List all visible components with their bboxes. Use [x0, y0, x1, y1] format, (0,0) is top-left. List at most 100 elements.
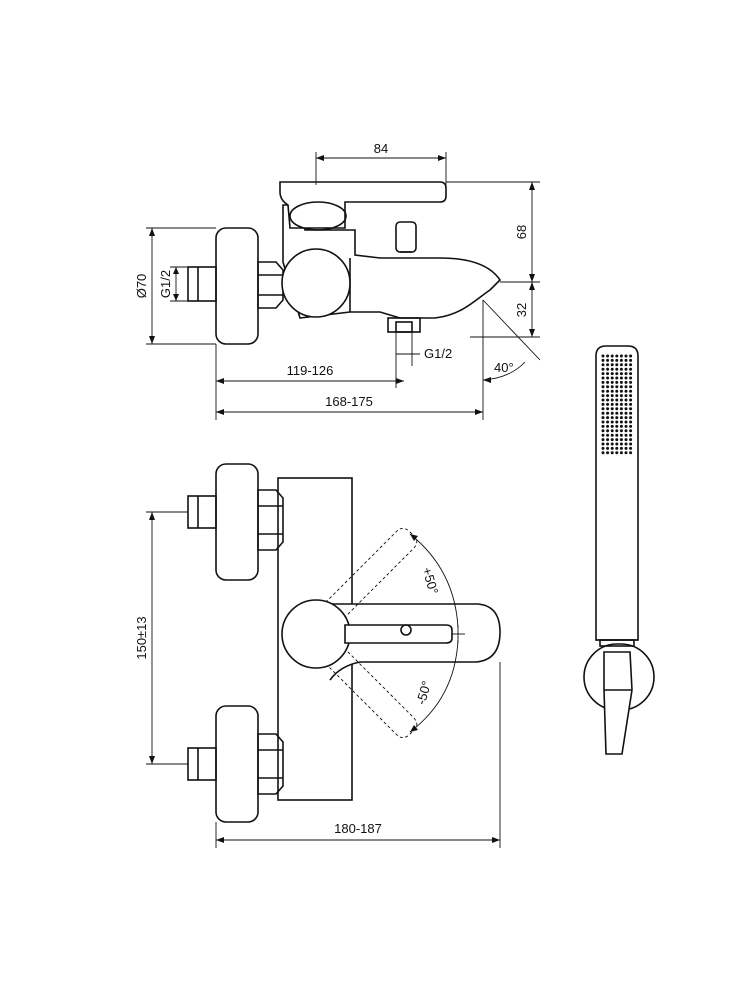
nozzle-dot: [619, 420, 623, 424]
nozzle-dot: [601, 411, 605, 415]
nozzle-dot: [619, 385, 623, 389]
nozzle-dot: [601, 416, 605, 420]
nozzle-dot: [624, 442, 628, 446]
nozzle-dot: [619, 394, 623, 398]
nozzle-dot: [606, 411, 610, 415]
nozzle-dot: [610, 358, 614, 362]
nozzle-dot: [610, 354, 614, 358]
nozzle-dot: [610, 380, 614, 384]
nozzle-dot: [624, 354, 628, 358]
nozzle-dot: [624, 372, 628, 376]
nozzle-dot: [619, 416, 623, 420]
nozzle-dot: [606, 367, 610, 371]
dim-rotate-minus50: -50°: [413, 679, 434, 706]
nozzle-dot: [615, 354, 619, 358]
nozzle-dot: [606, 424, 610, 428]
nozzle-dot: [624, 389, 628, 393]
nozzle-dot: [629, 385, 633, 389]
nozzle-dot: [606, 394, 610, 398]
upper-hex-nut: [257, 489, 284, 551]
nozzle-dot: [629, 376, 633, 380]
nozzle-dot: [619, 451, 623, 455]
cartridge-circle-side: [281, 248, 351, 318]
outlet-connector-side: [387, 317, 421, 333]
nozzle-dot: [629, 380, 633, 384]
nozzle-dot: [629, 398, 633, 402]
nozzle-dot: [601, 420, 605, 424]
nozzle-dot: [601, 442, 605, 446]
nozzle-dot: [624, 358, 628, 362]
nozzle-dot: [610, 451, 614, 455]
nozzle-dot: [601, 446, 605, 450]
nozzle-dot: [629, 367, 633, 371]
nozzle-dot: [619, 411, 623, 415]
wall-flange-side: [215, 227, 259, 345]
nozzle-dot: [624, 380, 628, 384]
nozzle-dot: [601, 367, 605, 371]
nozzle-dot: [601, 372, 605, 376]
dim-diameter-70: Ø70: [134, 274, 149, 299]
nozzle-dot: [615, 363, 619, 367]
nozzle-dot: [606, 398, 610, 402]
nozzle-dot: [610, 376, 614, 380]
nozzle-dot: [619, 372, 623, 376]
nozzle-dot: [624, 385, 628, 389]
nozzle-dot: [619, 367, 623, 371]
nozzle-dot: [610, 363, 614, 367]
nozzle-dot: [610, 424, 614, 428]
nozzle-dot: [601, 424, 605, 428]
nozzle-dot: [610, 438, 614, 442]
nozzle-dot: [615, 380, 619, 384]
nozzle-dot: [624, 367, 628, 371]
nozzle-dot: [610, 442, 614, 446]
nozzle-dot: [624, 407, 628, 411]
nozzle-dot: [601, 389, 605, 393]
nozzle-dot: [624, 376, 628, 380]
nozzle-dot: [619, 354, 623, 358]
nozzle-dot: [606, 420, 610, 424]
nozzle-dot: [615, 376, 619, 380]
nozzle-dot: [615, 446, 619, 450]
nozzle-dot: [615, 389, 619, 393]
nozzle-dot: [629, 420, 633, 424]
dim-68: 68: [514, 225, 529, 239]
nozzle-dot: [624, 402, 628, 406]
nozzle-dot: [615, 438, 619, 442]
side-view: 84 68 32 Ø70 G1/2 G1/2 40°: [134, 141, 541, 420]
nozzle-dot: [615, 442, 619, 446]
nozzle-dot: [610, 398, 614, 402]
nozzle-dot: [610, 367, 614, 371]
shower-holder-bracket: [603, 651, 633, 755]
nozzle-dot: [606, 416, 610, 420]
nozzle-dot: [629, 354, 633, 358]
dim-angle-40: 40°: [494, 360, 514, 375]
dim-84: 84: [374, 141, 388, 156]
nozzle-dot: [606, 442, 610, 446]
nozzle-dot: [624, 429, 628, 433]
nozzle-dot: [629, 424, 633, 428]
nozzle-dot: [624, 363, 628, 367]
nozzle-dot: [615, 398, 619, 402]
nozzle-dot: [615, 367, 619, 371]
nozzle-dot: [606, 358, 610, 362]
nozzle-dot: [619, 433, 623, 437]
nozzle-dot: [610, 416, 614, 420]
nozzle-dot: [624, 416, 628, 420]
nozzle-dot: [624, 451, 628, 455]
nozzle-dot: [601, 429, 605, 433]
nozzle-dot: [619, 389, 623, 393]
nozzle-dot: [615, 402, 619, 406]
nozzle-dot: [619, 438, 623, 442]
nozzle-dot: [601, 376, 605, 380]
nozzle-dot: [610, 407, 614, 411]
nozzle-dot: [629, 451, 633, 455]
dim-inlet-g12: G1/2: [158, 270, 173, 298]
nozzle-dot: [615, 416, 619, 420]
nozzle-dot: [601, 380, 605, 384]
nozzle-dot: [624, 398, 628, 402]
nozzle-dot: [601, 363, 605, 367]
dim-32: 32: [514, 303, 529, 317]
nozzle-dot: [629, 394, 633, 398]
nozzle-dot: [619, 446, 623, 450]
